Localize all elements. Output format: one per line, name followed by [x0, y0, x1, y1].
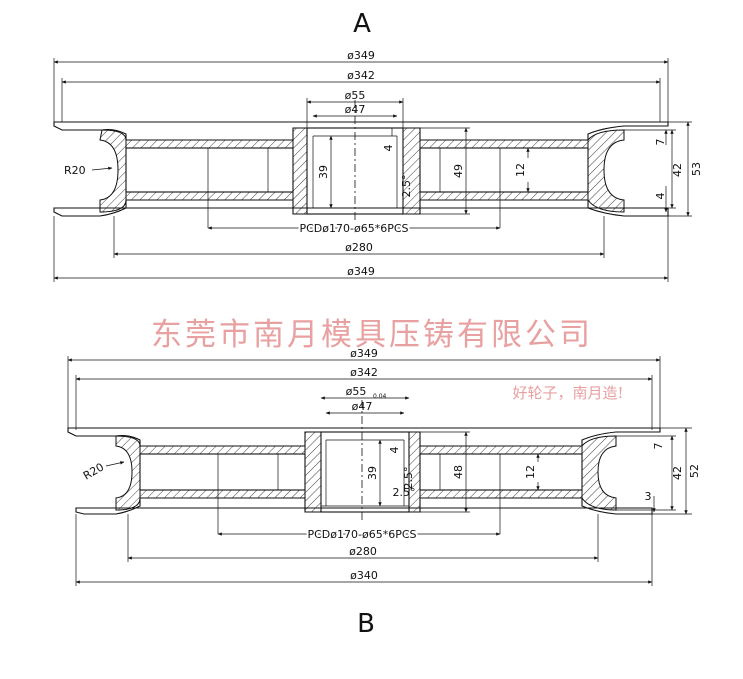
drawing-b-label: B: [357, 609, 375, 639]
dim-hub-outer: ø55: [346, 385, 367, 398]
web-right: [419, 453, 583, 491]
hub-left-wall: [292, 127, 308, 215]
dim-outer-bottom: ø340: [350, 569, 378, 582]
dim-280: ø280: [345, 241, 373, 254]
web-left: [139, 453, 306, 491]
left-rim-section: [115, 435, 141, 511]
top-flange: [53, 121, 669, 141]
dim-flange: ø342: [347, 69, 375, 82]
web-bot-left: [125, 191, 294, 201]
dim-chamfer: 2.5°: [400, 175, 413, 198]
watermark-slogan: 好轮子，南月造!: [512, 384, 623, 402]
hub-left-wall: [304, 431, 322, 513]
dim-web: 12: [514, 163, 527, 177]
dim-outer-bottom: ø349: [347, 265, 375, 278]
dim-hub-len: 48: [452, 465, 465, 479]
dim-outer-top: ø349: [347, 49, 375, 62]
dim-groove-top: 7: [654, 139, 667, 146]
dim-groove-bottom: 4: [654, 193, 667, 200]
dim-pcd: PCDø170-ø65*6PCS: [299, 222, 408, 235]
drawing-a-label: A: [353, 9, 371, 39]
dim-groove: 42: [671, 466, 684, 480]
dim-groove: 42: [671, 163, 684, 177]
dim-web: 12: [524, 465, 537, 479]
dim-pcd: PCDø170-ø65*6PCS: [307, 528, 416, 541]
dim-radius: R20: [81, 461, 106, 483]
dim-groove-top: 7: [652, 443, 665, 450]
dim-groove-bottom: 3: [645, 490, 652, 503]
dim-hub-step: 4: [388, 447, 401, 454]
dim-bore-len: 39: [366, 466, 379, 480]
watermark-company: 东莞市南月模具压铸有限公司: [151, 317, 593, 353]
dim-width: 52: [688, 464, 701, 478]
dim-bore-len: 39: [317, 165, 330, 179]
dim-width: 53: [690, 162, 703, 176]
dim-hub-step: 4: [382, 145, 395, 152]
web-bot-right: [419, 191, 589, 201]
dim-radius: R20: [64, 164, 86, 177]
right-rim-section: [581, 435, 617, 511]
web-right: [419, 147, 589, 193]
left-rim-section: [99, 129, 127, 213]
dim-chamfer-bot: 2.5°: [393, 486, 416, 499]
dim-280: ø280: [349, 545, 377, 558]
drawing-b: ø349 ø342 ø55 0.04 ø47 3: [67, 347, 701, 639]
right-rim-section: [587, 129, 625, 213]
dim-hub-tol: 0.04: [373, 393, 387, 400]
dim-chamfer-top: 2.5°: [402, 467, 415, 490]
web-top-right: [419, 139, 589, 149]
dim-outer-top: ø349: [350, 347, 378, 360]
web-top-left: [125, 139, 294, 149]
dim-hub-len: 49: [452, 164, 465, 178]
hub-right-wall: [402, 127, 421, 215]
top-flange: [67, 427, 661, 447]
hub-bore: [320, 431, 410, 513]
dim-hub-outer: ø55: [345, 89, 366, 102]
dim-hub-inner: ø47: [345, 103, 366, 116]
dim-flange: ø342: [350, 366, 378, 379]
drawing-a: A ø349 ø342 ø55 ø47: [53, 9, 703, 282]
